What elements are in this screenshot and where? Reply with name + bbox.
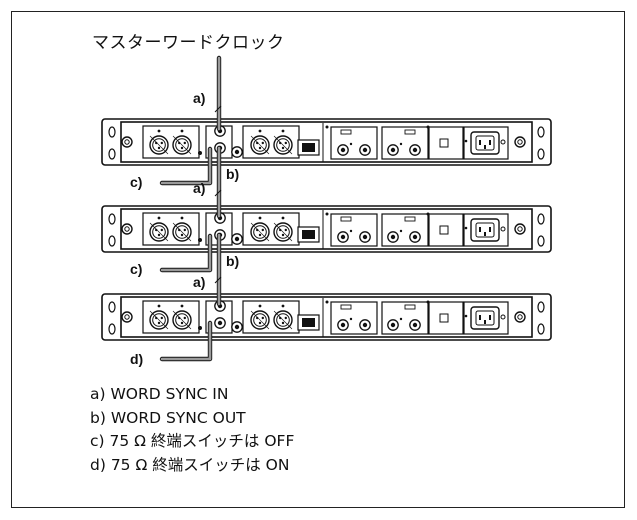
legend-item-b: b) WORD SYNC OUT [90,408,246,427]
word-clock-cables [160,56,221,361]
legend-item-a: a) WORD SYNC IN [90,385,229,403]
legend-item-c: c) 75 Ω 終端スイッチは OFF [90,432,295,450]
callout-c-1: c) [130,174,142,190]
rack-unit-3 [102,294,551,340]
callout-b-1: b) [226,166,239,182]
callout-c-2: c) [130,261,142,277]
legend: a) WORD SYNC IN b) WORD SYNC OUT c) 75 Ω… [90,383,294,477]
callout-b-2: b) [226,253,239,269]
callout-a-2: a) [193,180,205,196]
callout-leaders [214,105,222,284]
callout-a-1: a) [193,90,205,106]
callout-a-3: a) [193,274,205,290]
rack-unit-2 [102,206,551,252]
diagram-title: マスターワードクロック [92,33,285,53]
rack-unit-1 [102,119,551,165]
diagram-frame [11,11,625,508]
legend-item-d: d) 75 Ω 終端スイッチは ON [90,455,290,474]
callout-d: d) [130,351,143,367]
